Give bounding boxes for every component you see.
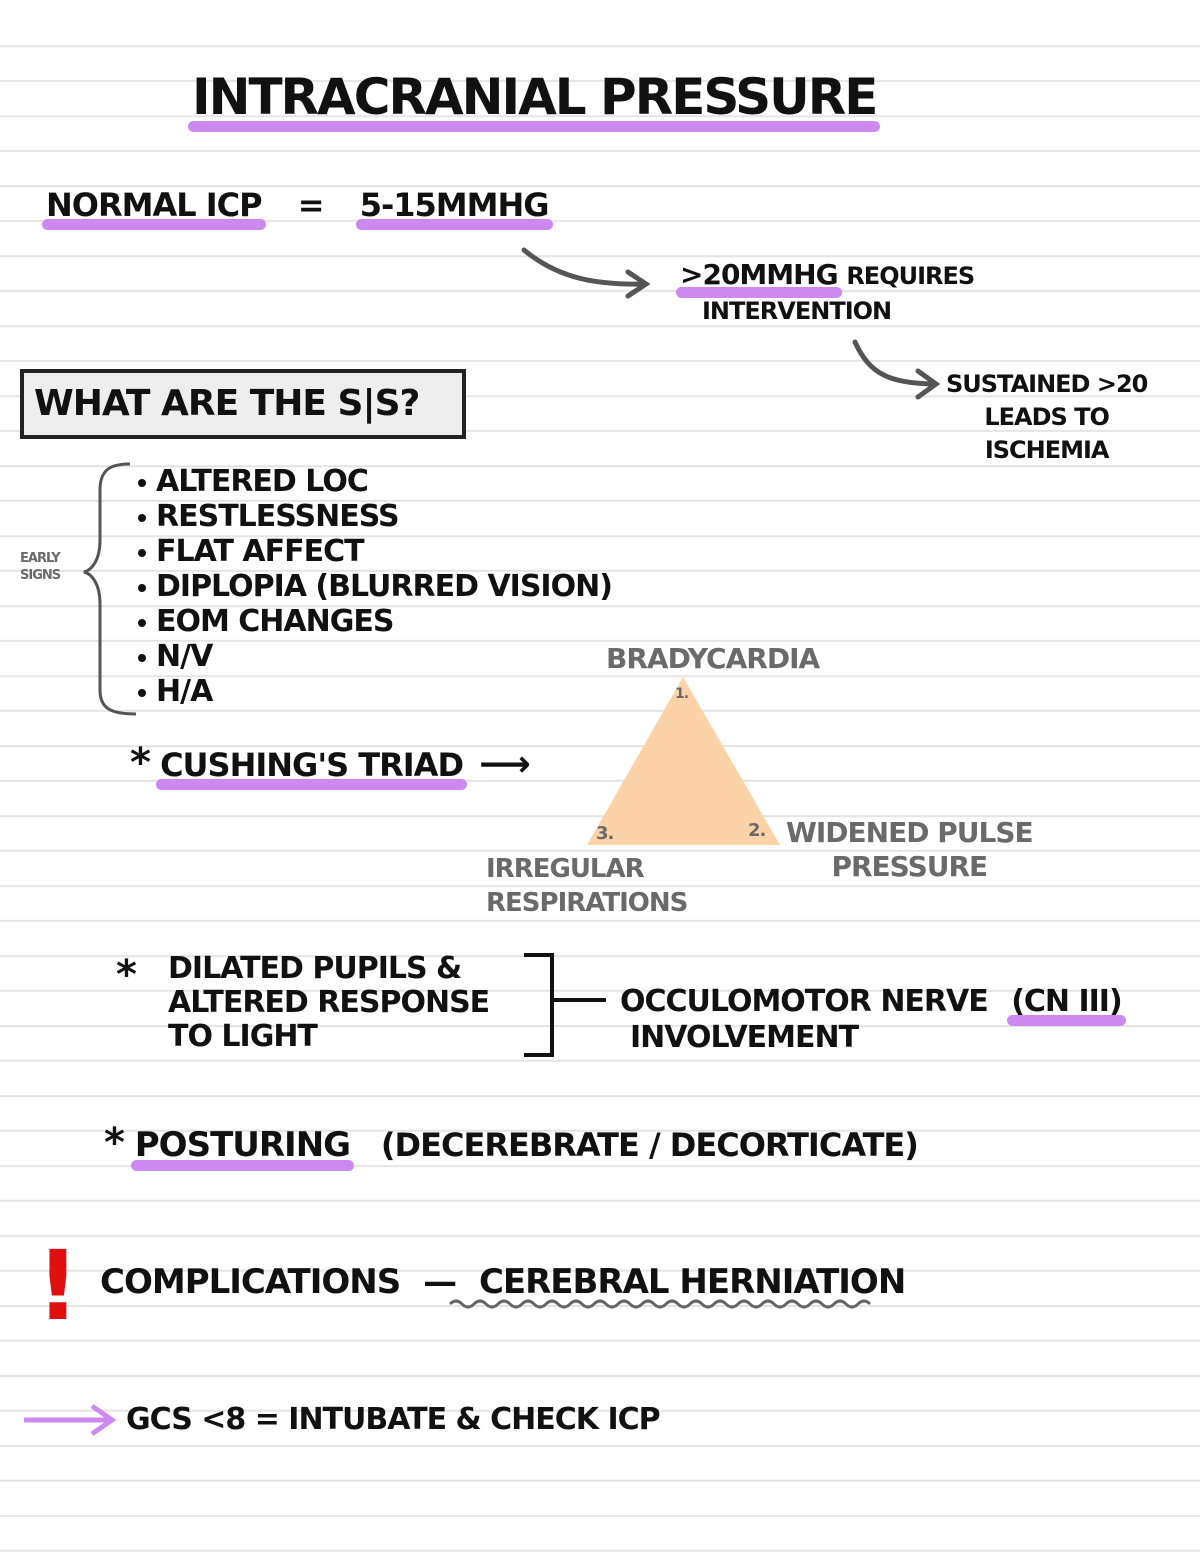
list-item: DIPLOPIA (BLURRED VISION) (138, 569, 613, 604)
arrow-to-over20 (521, 247, 648, 287)
posturing-label: POSTURING (130, 1125, 355, 1171)
triad-pulse-line1: WIDENED PULSE (786, 816, 1034, 849)
star-icon: * (130, 740, 151, 786)
bullet-icon (138, 478, 146, 487)
cushings-triangle (587, 677, 780, 845)
triad-bradycardia: BRADYCARDIA (606, 642, 820, 675)
triad-num-2: 2. (748, 820, 766, 841)
list-item: EOM CHANGES (138, 604, 612, 639)
oculomotor-line1: OCCULOMOTOR NERVE (620, 984, 989, 1019)
signs-list: ALTERED LOC RESTLESSNESS FLAT AFFECT DIP… (138, 464, 613, 709)
complications-label: COMPLICATIONS (100, 1262, 401, 1302)
oculomotor-line2: INVOLVEMENT (630, 1020, 859, 1055)
early-signs-line2: SIGNS (20, 568, 61, 583)
cushings-label: CUSHING'S TRIAD (156, 746, 467, 790)
over20-note: >20mmHg REQUIRES INTERVENTION (676, 258, 975, 328)
list-item: ALTERED LOC (138, 464, 612, 499)
complications-dash: — (423, 1262, 457, 1302)
triad-resp-line2: RESPIRATIONS (486, 888, 688, 918)
posturing-detail: (DECEREBRATE / DECORTICATE) (380, 1126, 919, 1164)
over20-text1: REQUIRES (846, 262, 975, 290)
bullet-icon (138, 618, 146, 627)
list-item: RESTLESSNESS (138, 499, 612, 534)
pupils-line3: TO LIGHT (168, 1019, 318, 1054)
sustained-note: SUSTAINED >20 LEADS TO ISCHEMIA (946, 368, 1148, 467)
pupils-bracket (524, 953, 554, 1057)
early-signs-line1: EARLY (20, 551, 61, 566)
herniation-squiggle (448, 1299, 872, 1309)
alert-icon: ! (36, 1230, 80, 1342)
triad-pulse-pressure: WIDENED PULSE PRESSURE (786, 816, 1034, 884)
triad-pulse-line2: PRESSURE (831, 850, 988, 883)
bullet-icon (138, 653, 146, 662)
list-item: N/V (138, 639, 612, 674)
list-item: FLAT AFFECT (138, 534, 612, 569)
bullet-icon (138, 688, 146, 697)
bullet-icon (138, 583, 146, 592)
question-box: WHAT ARE THE S|S? (20, 369, 466, 439)
complications-row: COMPLICATIONS — CEREBRAL HERNIATION (100, 1262, 906, 1302)
sustained-line1: SUSTAINED >20 (946, 370, 1148, 398)
oculomotor-note: OCCULOMOTOR NERVE (CN III) INVOLVEMENT (620, 984, 1127, 1056)
early-signs-label: EARLY SIGNS (20, 550, 61, 584)
equals-sign: = (297, 186, 325, 224)
complications-value: CEREBRAL HERNIATION (478, 1262, 906, 1302)
over20-value: >20mmHg (676, 258, 842, 298)
sustained-line2: LEADS TO (984, 403, 1110, 431)
triad-respirations: IRREGULAR RESPIRATIONS (486, 852, 688, 920)
star-icon: * (116, 952, 137, 998)
triad-num-3: 3. (596, 823, 614, 844)
cushings-row: * CUSHING'S TRIAD ⟶ (130, 740, 531, 790)
early-signs-brace (83, 462, 137, 716)
pupils-line2: ALTERED RESPONSE (168, 985, 490, 1020)
list-item: H/A (138, 674, 612, 709)
bullet-icon (138, 548, 146, 557)
posturing-row: * POSTURING (DECEREBRATE / DECORTICATE) (104, 1120, 919, 1171)
over20-text2: INTERVENTION (702, 297, 892, 325)
triad-num-1: 1. (675, 686, 689, 702)
sustained-line3: ISCHEMIA (984, 436, 1110, 464)
pupils-line1: DILATED PUPILS & (168, 951, 462, 986)
oculomotor-cn: (CN III) (1007, 984, 1127, 1026)
right-arrow-icon: ⟶ (479, 744, 531, 785)
triad-resp-line1: IRREGULAR (486, 854, 645, 884)
bullet-icon (138, 513, 146, 522)
star-icon: * (104, 1120, 125, 1166)
question-box-text: WHAT ARE THE S|S? (34, 383, 420, 424)
pupils-row: * DILATED PUPILS & ALTERED RESPONSE TO L… (116, 951, 490, 1054)
arrow-to-sustained (852, 339, 938, 387)
gcs-note: GCS <8 = INTUBATE & CHECK ICP (126, 1402, 661, 1437)
